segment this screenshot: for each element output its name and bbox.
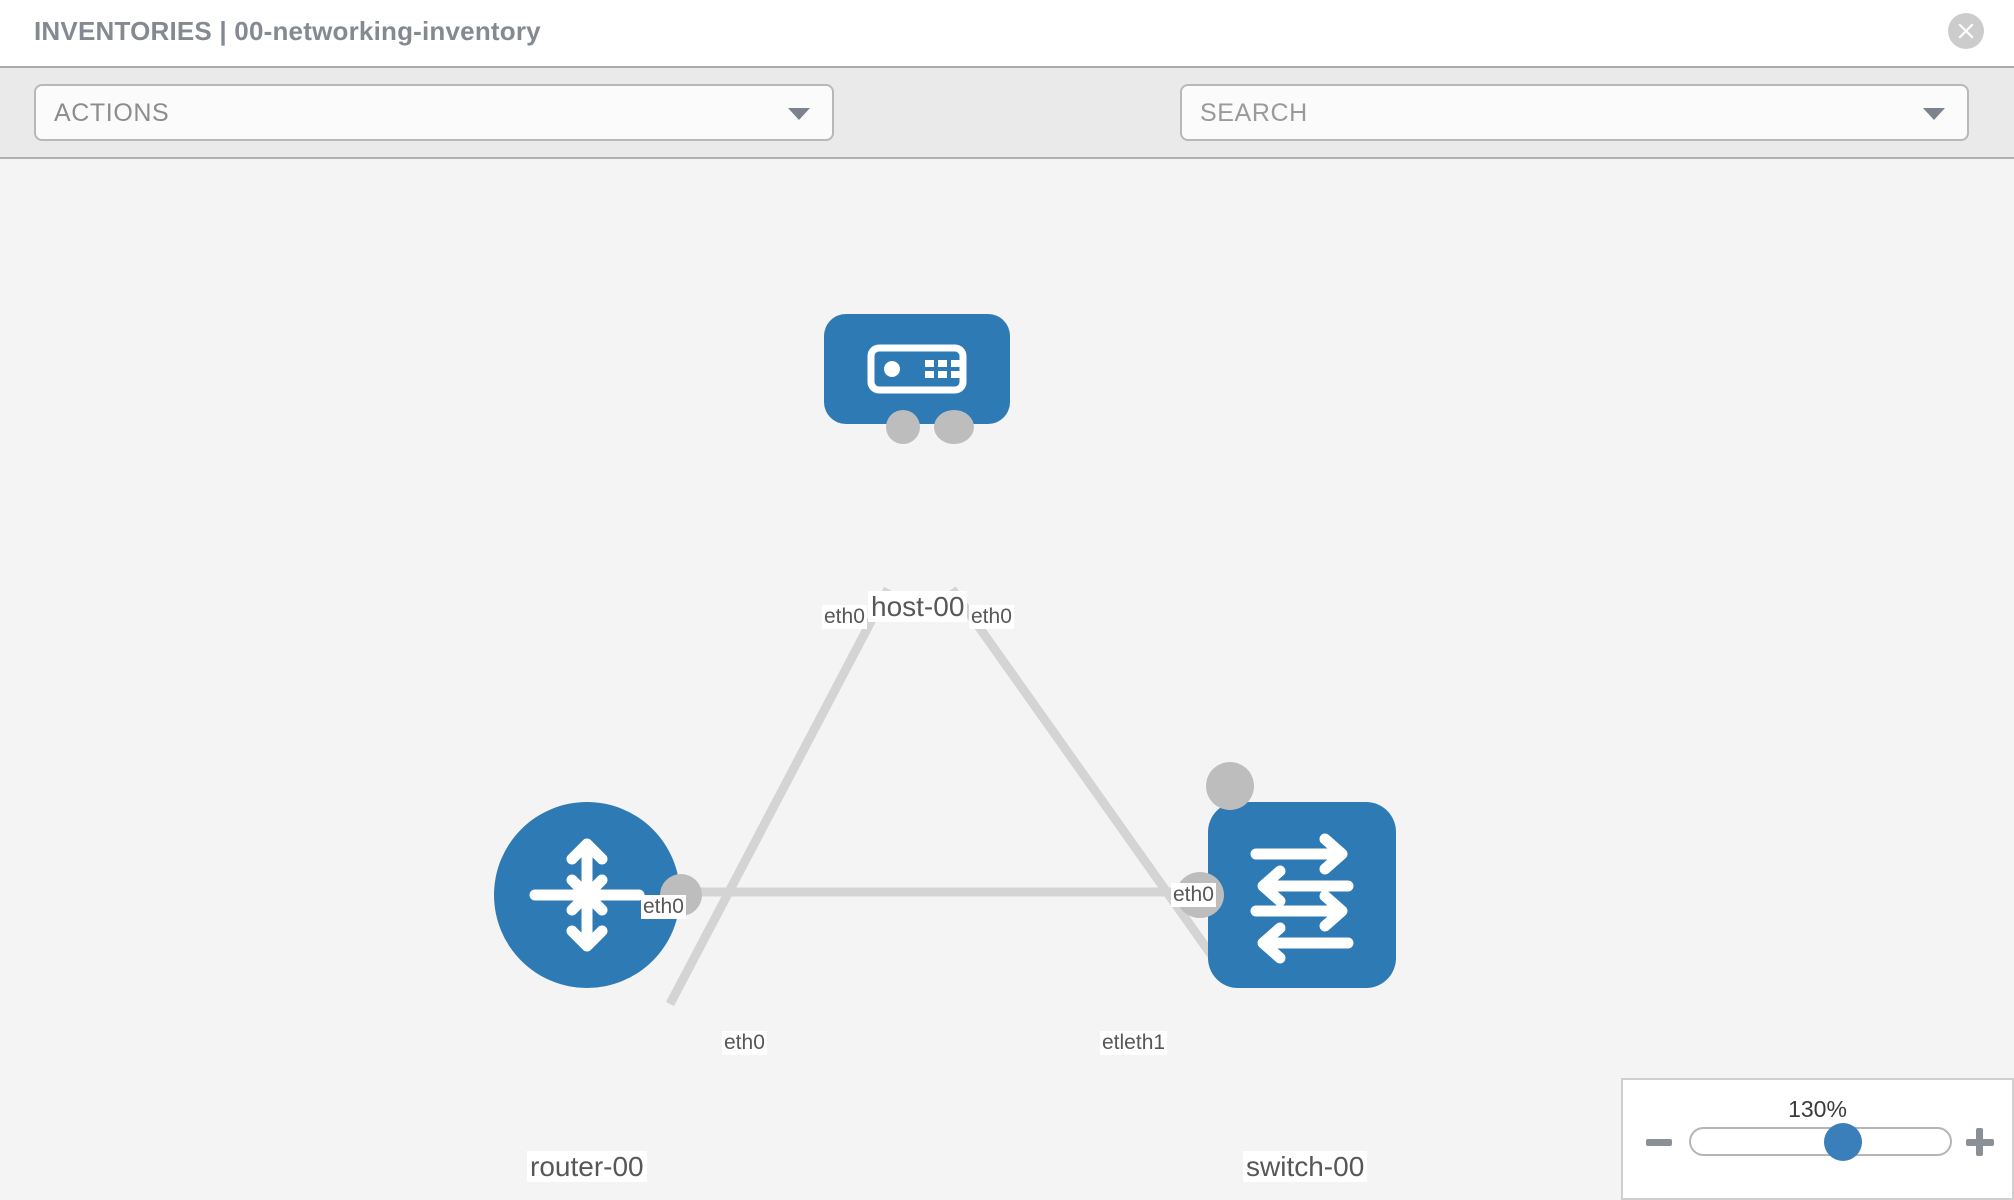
zoom-out-button[interactable] xyxy=(1646,1128,1674,1156)
close-x-glyph xyxy=(1958,23,1974,39)
zoom-control-panel: 130% xyxy=(1621,1078,2014,1200)
zoom-slider-track[interactable] xyxy=(1689,1123,1952,1161)
host-stub-right xyxy=(934,410,974,444)
router-arrows-icon xyxy=(529,838,645,952)
zoom-slider-thumb[interactable] xyxy=(1824,1123,1862,1161)
host-node-shape xyxy=(824,314,1010,424)
close-icon[interactable] xyxy=(1948,13,1984,49)
edge-label-router-horizontal: eth0 xyxy=(722,1031,767,1056)
node-label-router-00: router-00 xyxy=(527,1151,647,1183)
node-label-switch-00: switch-00 xyxy=(1243,1151,1368,1183)
edge-label-host-right: eth0 xyxy=(969,605,1014,630)
topology-canvas[interactable]: host-00 eth0 eth0 xyxy=(0,159,2014,1200)
actions-dropdown-label: ACTIONS xyxy=(54,99,170,127)
page-title: INVENTORIES | 00-networking-inventory xyxy=(34,16,541,46)
topology-links xyxy=(666,586,1236,1007)
chevron-down-icon[interactable] xyxy=(1923,107,1945,120)
window-header: INVENTORIES | 00-networking-inventory xyxy=(0,0,2014,68)
node-label-host-00: host-00 xyxy=(868,591,968,623)
toolbar: ACTIONS SEARCH xyxy=(0,68,2014,198)
search-placeholder: SEARCH xyxy=(1200,99,1308,127)
node-switch-00[interactable] xyxy=(1176,762,1396,988)
zoom-level-value: 130% xyxy=(1788,1096,1847,1122)
edge-label-host-left: eth0 xyxy=(822,605,867,630)
search-input[interactable]: SEARCH xyxy=(1180,84,1969,141)
edge-label-switch-horizontal: etleth1 xyxy=(1100,1031,1168,1056)
server-icon xyxy=(867,344,967,394)
link-host-switch xyxy=(948,586,1236,987)
zoom-in-button[interactable] xyxy=(1966,1128,1994,1156)
link-host-router xyxy=(666,586,892,1007)
actions-dropdown[interactable]: ACTIONS xyxy=(34,84,834,141)
node-host-00[interactable] xyxy=(824,314,1010,444)
host-stub-left xyxy=(886,410,920,444)
switch-arrows-icon xyxy=(1250,833,1354,964)
edge-label-switch-diagonal: eth0 xyxy=(1171,883,1216,908)
chevron-down-icon xyxy=(788,107,810,120)
switch-node-shape xyxy=(1208,802,1396,988)
switch-stub-top xyxy=(1206,762,1254,810)
edge-label-router-diagonal: eth0 xyxy=(641,895,686,920)
